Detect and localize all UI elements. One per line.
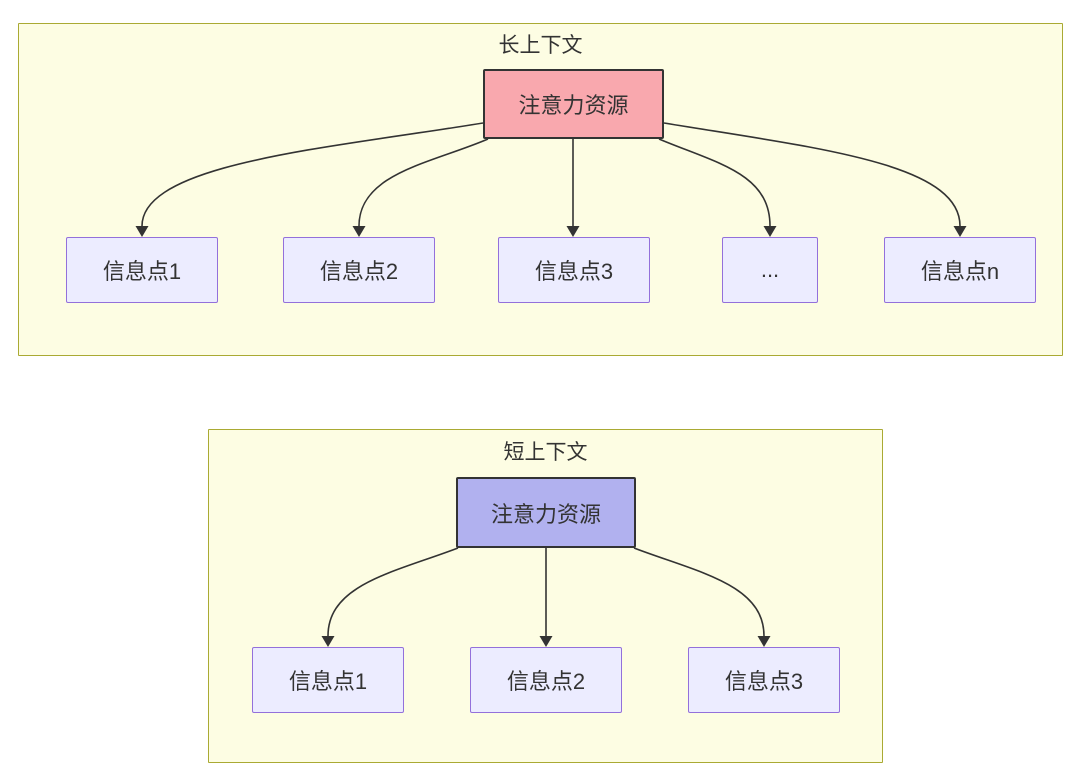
info-node: 信息点2	[470, 647, 622, 713]
short-context-root-node: 注意力资源	[456, 477, 636, 548]
info-node: 信息点2	[283, 237, 435, 303]
info-node: 信息点1	[66, 237, 218, 303]
info-node: 信息点3	[498, 237, 650, 303]
info-node: 信息点1	[252, 647, 404, 713]
info-node-ellipsis: ...	[722, 237, 818, 303]
long-context-title: 长上下文	[498, 34, 583, 57]
long-context-root-node: 注意力资源	[483, 69, 664, 139]
short-context-title: 短上下文	[503, 441, 588, 464]
info-node: 信息点n	[884, 237, 1036, 303]
info-node: 信息点3	[688, 647, 840, 713]
